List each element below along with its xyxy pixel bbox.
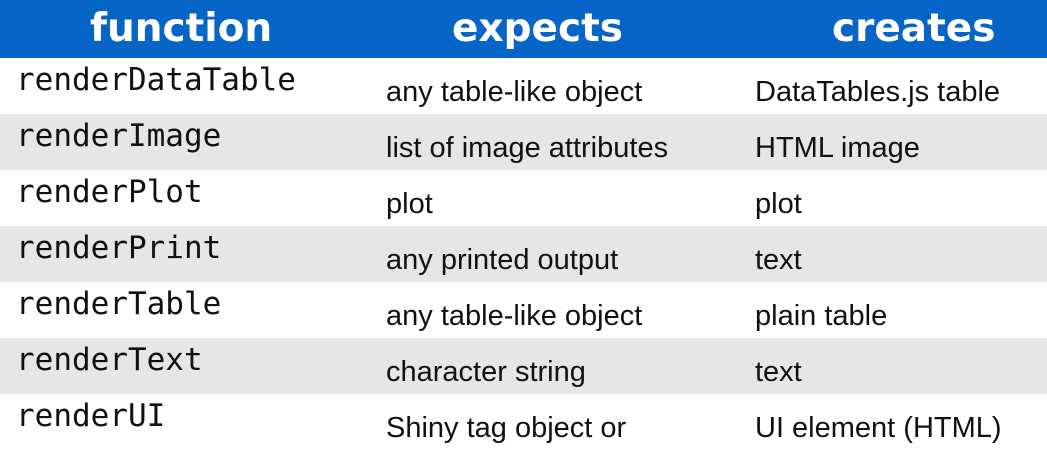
table-row: renderPlot plot plot: [0, 170, 1047, 226]
creates-cell: DataTables.js table: [755, 76, 1001, 108]
header-expects: expects: [452, 6, 623, 51]
header-creates: creates: [832, 6, 996, 51]
expects-cell: Shiny tag object or: [386, 412, 627, 444]
creates-cell: plot: [755, 188, 802, 220]
function-cell: renderText: [16, 342, 203, 378]
table-row: renderImage list of image attributes HTM…: [0, 114, 1047, 170]
expects-cell: any table-like object: [386, 300, 643, 332]
creates-cell: text: [755, 244, 802, 276]
creates-cell: UI element (HTML): [755, 412, 1002, 444]
creates-cell: text: [755, 356, 802, 388]
table-row: renderUI Shiny tag object or UI element …: [0, 394, 1047, 453]
table-row: renderText character string text: [0, 338, 1047, 394]
table-row: renderPrint any printed output text: [0, 226, 1047, 282]
expects-cell: character string: [386, 356, 586, 388]
function-cell: renderDataTable: [16, 62, 296, 98]
expects-cell: any table-like object: [386, 76, 643, 108]
expects-cell: any printed output: [386, 244, 619, 276]
header-function: function: [90, 6, 273, 51]
creates-cell: plain table: [755, 300, 888, 332]
table-header: function expects creates: [0, 0, 1047, 58]
function-cell: renderUI: [16, 398, 166, 434]
table-row: renderTable any table-like object plain …: [0, 282, 1047, 338]
function-cell: renderPrint: [16, 230, 222, 266]
function-cell: renderTable: [16, 286, 222, 322]
table-row: renderDataTable any table-like object Da…: [0, 58, 1047, 114]
function-cell: renderImage: [16, 118, 222, 154]
creates-cell: HTML image: [755, 132, 920, 164]
function-cell: renderPlot: [16, 174, 203, 210]
expects-cell: plot: [386, 188, 433, 220]
expects-cell: list of image attributes: [386, 132, 669, 164]
